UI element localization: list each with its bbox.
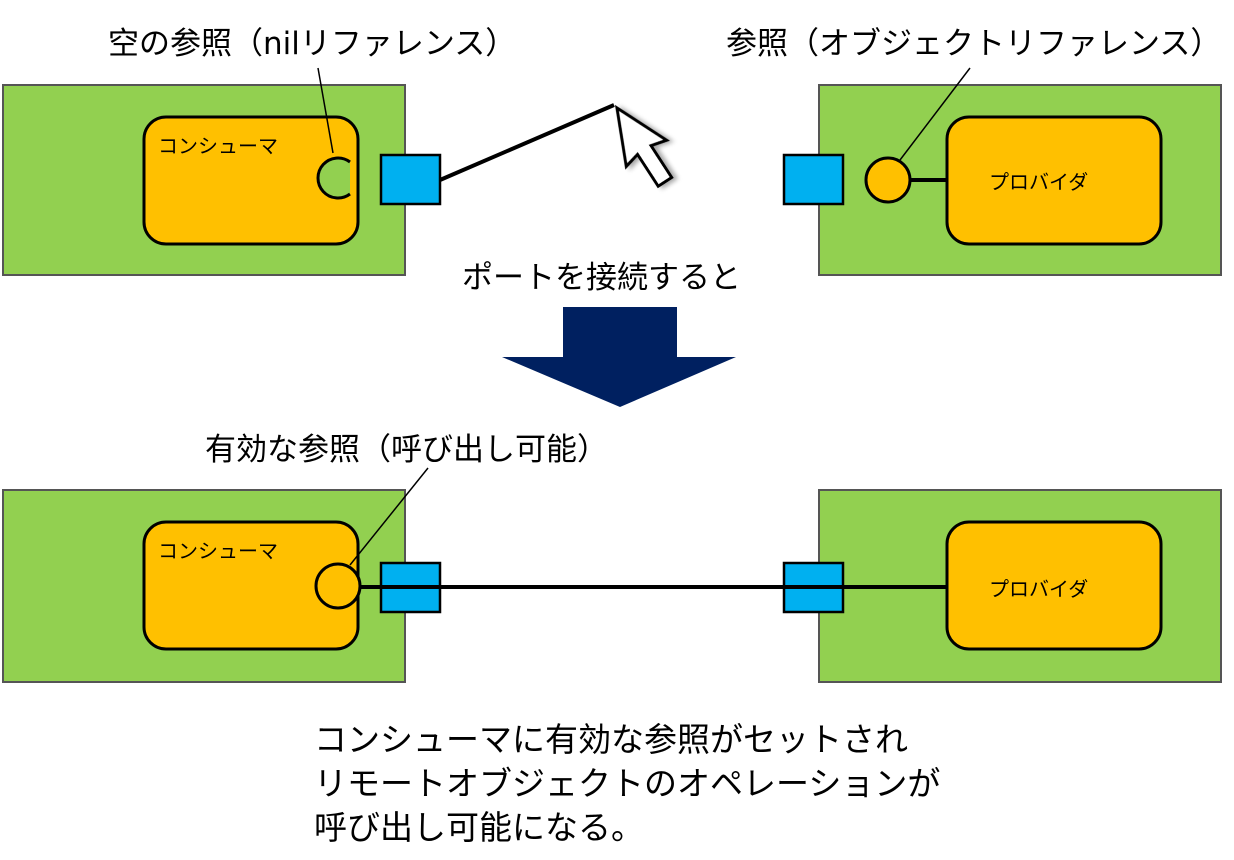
top-consumer-component: [2, 84, 406, 276]
object-reference-label: 参照（オブジェクトリファレンス）: [726, 26, 1222, 62]
top-consumer-name: コンシューマ: [158, 134, 278, 158]
empty-reference-socket: [316, 156, 351, 200]
valid-reference-label: 有効な参照（呼び出し可能）: [205, 432, 608, 468]
valid-ref-leader-line: [349, 467, 429, 566]
valid-reference-ball: [314, 562, 362, 610]
object-reference-ball: [864, 156, 912, 204]
empty-reference-label: 空の参照（nilリファレンス）: [108, 26, 517, 62]
caption: コンシューマに有効な参照がセットされ リモートオブジェクトのオペレーションが 呼…: [314, 718, 940, 850]
top-provider-name: プロバイダ: [989, 170, 1089, 194]
object-ref-leader-line: [899, 67, 971, 161]
bottom-provider-name: プロバイダ: [989, 577, 1089, 601]
top-provider-port: [782, 153, 845, 206]
mouse-cursor-icon: [614, 104, 674, 189]
consumer-block: [142, 115, 360, 246]
top-consumer-port: [379, 153, 442, 206]
caption-line-2: リモートオブジェクトのオペレーションが: [314, 764, 941, 803]
empty-ref-leader-line: [317, 67, 334, 154]
top-provider-component: [818, 84, 1222, 276]
caption-line-3: 呼び出し可能になる。: [314, 808, 644, 847]
bottom-consumer-name: コンシューマ: [158, 539, 278, 563]
caption-line-1: コンシューマに有効な参照がセットされ: [314, 720, 908, 759]
transition-label: ポートを接続すると: [462, 260, 741, 296]
dangling-connector-line: [439, 103, 615, 182]
down-arrow-icon: [502, 307, 736, 407]
